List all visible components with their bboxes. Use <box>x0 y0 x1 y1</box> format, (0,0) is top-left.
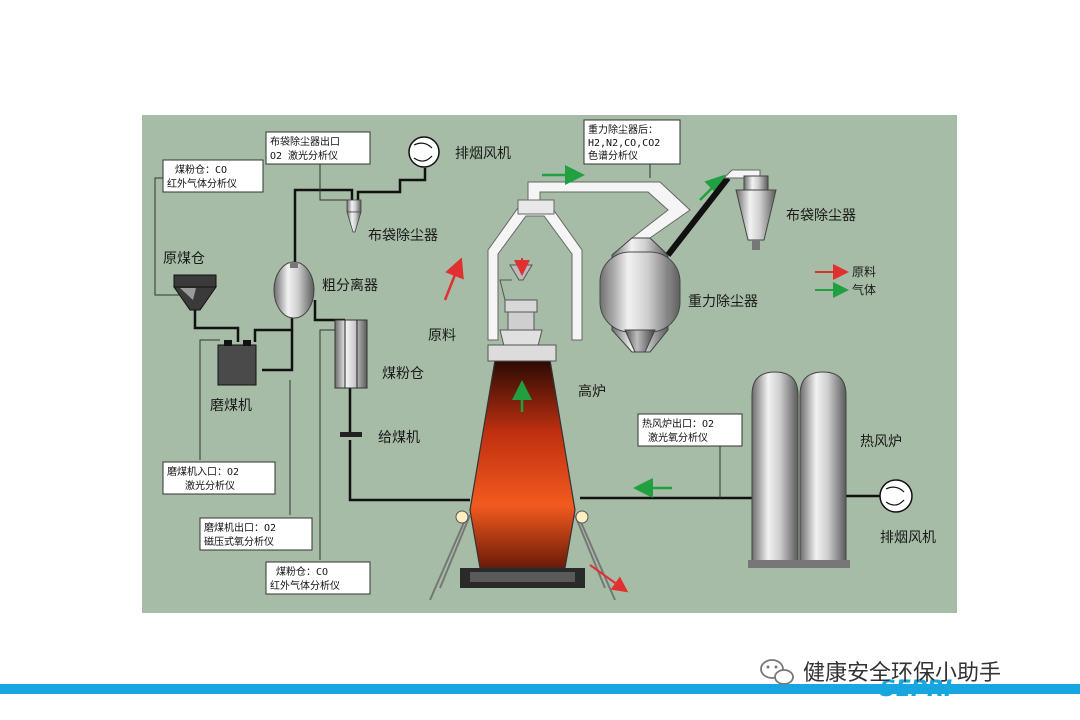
bag-filter-right-label: 布袋除尘器 <box>786 208 856 224</box>
raw-material-label: 原料 <box>428 328 456 344</box>
svg-text:重力除尘器后：: 重力除尘器后： <box>588 123 658 136</box>
svg-text:H2,N2,CO,CO2: H2,N2,CO,CO2 <box>588 138 660 149</box>
raw-coal-bin-label: 原煤仓 <box>163 251 205 267</box>
analyzer-box-bag-filter-outlet: 布袋除尘器出口 O2 激光分析仪 <box>265 131 371 165</box>
legend-gas-label: 气体 <box>852 282 876 297</box>
tapping-arrow <box>589 564 629 593</box>
wechat-icon <box>760 659 794 685</box>
watermark: SEPRI 健康安全环保小助手 <box>760 659 1001 702</box>
watermark-brand: SEPRI <box>880 677 952 702</box>
gas-flow-arrow-filter <box>699 174 726 201</box>
svg-text:布袋除尘器出口: 布袋除尘器出口 <box>270 135 340 148</box>
exhaust-fan-right-label: 排烟风机 <box>880 530 936 546</box>
filter-duct <box>665 176 731 257</box>
coarse-separator-label: 粗分离器 <box>322 277 378 294</box>
pipes <box>193 168 880 502</box>
footer-bar <box>0 684 1080 694</box>
coal-feeder-label: 给煤机 <box>378 430 420 446</box>
analyzer-box-hot-stove-outlet: 热风炉出口：O2 激光氧分析仪 <box>637 413 743 447</box>
coal-mill-label: 磨煤机 <box>210 398 252 414</box>
gravity-dust-collector-label: 重力除尘器 <box>688 294 758 310</box>
pulverized-coal-bin-label: 煤粉仓 <box>382 366 424 382</box>
raw-material-arrow <box>443 257 464 301</box>
hot-blast-stove <box>748 371 850 568</box>
watermark-text: 健康安全环保小助手 <box>803 661 1001 686</box>
blast-furnace-frame <box>487 199 583 341</box>
coal-feeder <box>340 432 362 437</box>
pulverized-coal-bin <box>334 319 368 389</box>
svg-text:磨煤机出口：O2: 磨煤机出口：O2 <box>204 521 276 534</box>
svg-text:红外气体分析仪: 红外气体分析仪 <box>167 177 237 190</box>
svg-text:磁压式氧分析仪: 磁压式氧分析仪 <box>204 535 274 548</box>
svg-text:煤粉仓：CO: 煤粉仓：CO <box>175 163 227 176</box>
exhaust-fan-top-label: 排烟风机 <box>455 146 511 162</box>
svg-text:红外气体分析仪: 红外气体分析仪 <box>270 579 340 592</box>
bag-filter-left-label: 布袋除尘器 <box>368 228 438 244</box>
legend-raw-material-label: 原料 <box>852 265 876 279</box>
blast-furnace-label: 高炉 <box>578 383 606 400</box>
analyzer-box-pulverized-bin-co: 煤粉仓：CO 红外气体分析仪 <box>265 561 371 595</box>
legend: 原料 气体 <box>815 264 876 298</box>
svg-text:热风炉出口：O2: 热风炉出口：O2 <box>642 417 714 430</box>
analyzer-box-mill-outlet: 磨煤机出口：O2 磁压式氧分析仪 <box>199 517 313 551</box>
svg-text:O2 激光分析仪: O2 激光分析仪 <box>270 149 338 162</box>
analyzer-box-mill-inlet: 磨煤机入口：O2 激光分析仪 <box>162 461 276 495</box>
svg-text:激光氧分析仪: 激光氧分析仪 <box>648 431 708 444</box>
exhaust-fan-right-icon <box>879 479 913 513</box>
hot-blast-stove-label: 热风炉 <box>860 434 902 450</box>
bag-filter-right <box>735 175 777 250</box>
exhaust-fan-top-icon <box>408 136 440 168</box>
svg-text:色谱分析仪: 色谱分析仪 <box>588 149 638 162</box>
furnace-throat <box>487 344 557 362</box>
svg-text:磨煤机入口：O2: 磨煤机入口：O2 <box>167 465 239 478</box>
gravity-dust-collector <box>599 237 681 353</box>
bag-filter-left <box>346 199 362 233</box>
svg-text:煤粉仓：CO: 煤粉仓：CO <box>276 565 328 578</box>
coal-mill <box>217 340 257 386</box>
analyzer-box-coal-bin-co: 煤粉仓：CO 红外气体分析仪 <box>162 159 264 193</box>
coarse-separator <box>273 261 315 319</box>
furnace-base <box>429 514 616 601</box>
raw-coal-bin <box>173 274 217 311</box>
svg-text:激光分析仪: 激光分析仪 <box>185 479 235 492</box>
analyzer-box-gravity-after: 重力除尘器后： H2,N2,CO,CO2 色谱分析仪 <box>583 119 681 165</box>
